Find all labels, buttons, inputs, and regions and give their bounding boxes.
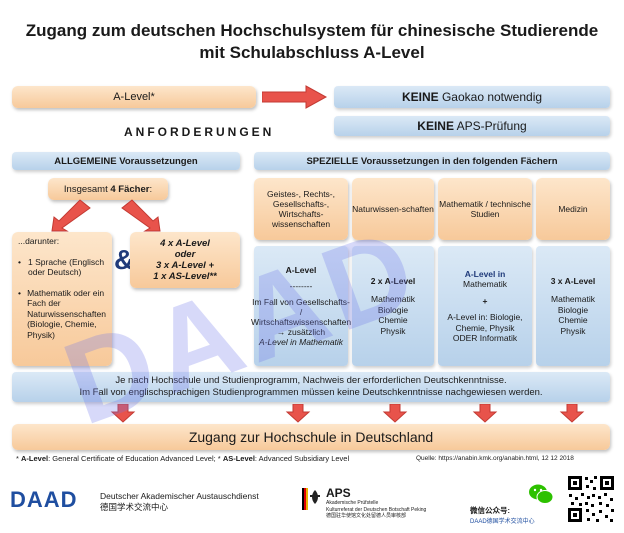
down-arrows-icon bbox=[110, 404, 585, 423]
insgesamt-pre: Insgesamt bbox=[63, 183, 111, 195]
mathe-line-6: ODER Informatik bbox=[452, 333, 518, 343]
bullet-icon: • bbox=[18, 287, 21, 298]
daad-name-cn: 德国学术交流中心 bbox=[100, 502, 169, 512]
medizin-line-1: 3 x A-Level bbox=[550, 275, 596, 286]
daad-name: Deutscher Akademischer Austauschdienst 德… bbox=[100, 491, 259, 513]
arrow-right-icon bbox=[262, 85, 328, 109]
column-header-geistes: Geistes-, Rechts-, Gesellschafts-, Wirts… bbox=[254, 178, 348, 240]
bullet-2: Mathematik oder ein Fach der Naturwissen… bbox=[27, 287, 106, 340]
zugang-box: Zugang zur Hochschule in Deutschland bbox=[12, 424, 610, 450]
daad-logo: DAAD bbox=[10, 487, 78, 512]
aps-box: KEINE APS-Prüfung bbox=[334, 116, 610, 136]
split-arrows-icon bbox=[51, 199, 161, 232]
natur-line-3: Biologie bbox=[377, 304, 409, 315]
eagle-icon bbox=[302, 488, 320, 510]
down-arrow-icon bbox=[285, 404, 311, 423]
aps-sub-3: 德国驻华使馆文化处留德人员审核部 bbox=[326, 513, 407, 519]
gaokao-box: KEINE Gaokao notwendig bbox=[334, 86, 610, 108]
natur-line-1: 2 x A-Level bbox=[370, 275, 416, 286]
column-header-natur: Naturwissen-schaften bbox=[352, 178, 434, 240]
mathe-line-2: Mathematik bbox=[463, 279, 507, 289]
down-arrow-icon bbox=[110, 404, 136, 423]
natur-line-4: Chemie bbox=[378, 315, 408, 326]
source-note: Quelle: https://anabin.kmk.org/anabin.ht… bbox=[416, 455, 574, 462]
option-line-3: 3 x A-Level + bbox=[156, 260, 214, 271]
option-line-2: oder bbox=[174, 249, 196, 260]
option-line-4: 1 x AS-Level** bbox=[153, 271, 217, 282]
footnote-star: * bbox=[217, 454, 223, 463]
anforderungen-heading: ANFORDERUNGEN bbox=[124, 125, 275, 139]
a-level-label: A-Level* bbox=[113, 91, 155, 103]
qr-code-icon bbox=[566, 474, 616, 524]
option-line-1: 4 x A-Level bbox=[160, 238, 210, 249]
insgesamt-box: Insgesamt 4 Fächer: bbox=[48, 178, 168, 200]
column-header-medizin: Medizin bbox=[536, 178, 610, 240]
page-title: Zugang zum deutschen Hochschulsystem für… bbox=[0, 20, 624, 64]
footnote-a-level-text: : General Certificate of Education Advan… bbox=[48, 454, 218, 463]
medizin-line-2: Mathematik bbox=[551, 294, 595, 305]
wechat-label: 微信公众号: bbox=[470, 506, 510, 515]
darunter-box: ...darunter: • 1 Sprache (Englisch oder … bbox=[12, 232, 112, 366]
column-body-mathematik: A-Level in Mathematik + A-Level in: Biol… bbox=[438, 246, 532, 366]
aps-logo: APS bbox=[326, 486, 351, 500]
aps-bold: KEINE bbox=[417, 119, 454, 133]
down-arrow-icon bbox=[559, 404, 585, 423]
aps-text: APS-Prüfung bbox=[453, 119, 527, 133]
mathe-line-3: + bbox=[482, 295, 488, 306]
title-line-1: Zugang zum deutschen Hochschulsystem für… bbox=[25, 21, 599, 40]
footnote-a-level: A-Level bbox=[21, 454, 49, 463]
notice-line-2: Im Fall von englischsprachigen Studienpr… bbox=[79, 387, 543, 398]
footnote-as-level: AS-Level bbox=[222, 454, 255, 463]
footnote-as-level-text: : Advanced Subsidiary Level bbox=[254, 454, 350, 463]
aps-sub-2: Kulturreferat der Deutschen Botschaft Pe… bbox=[326, 506, 427, 513]
mathe-line-1: A-Level in bbox=[464, 268, 506, 279]
medizin-line-5: Physik bbox=[560, 325, 586, 336]
spezielle-header: SPEZIELLE Voraussetzungen in den folgend… bbox=[254, 152, 610, 170]
column-body-medizin: 3 x A-Level Mathematik Biologie Chemie P… bbox=[536, 246, 610, 366]
options-box: 4 x A-Level oder 3 x A-Level + 1 x AS-Le… bbox=[130, 232, 240, 288]
daad-name-de: Deutscher Akademischer Austauschdienst bbox=[100, 491, 259, 501]
bullet-icon: • bbox=[18, 256, 21, 267]
notice-line-1: Je nach Hochschule und Studienprogramm, … bbox=[115, 375, 507, 386]
column-header-mathematik: Mathematik / technische Studien bbox=[438, 178, 532, 240]
medizin-line-3: Biologie bbox=[557, 304, 589, 315]
column-body-natur: 2 x A-Level Mathematik Biologie Chemie P… bbox=[352, 246, 434, 366]
column-body-geistes: A-Level -------- Im Fall von Gesellschaf… bbox=[250, 246, 352, 366]
down-arrow-icon bbox=[472, 404, 498, 423]
natur-line-2: Mathematik bbox=[371, 294, 415, 305]
footnote-star: * bbox=[16, 454, 22, 463]
insgesamt-post: : bbox=[149, 183, 153, 195]
ampersand: & bbox=[114, 244, 135, 275]
a-level-box: A-Level* bbox=[12, 86, 256, 108]
allgemeine-header: ALLGEMEINE Voraussetzungen bbox=[12, 152, 240, 170]
footnote: * A-Level: General Certificate of Educat… bbox=[16, 454, 349, 463]
natur-line-5: Physik bbox=[380, 325, 406, 336]
geistes-divider: -------- bbox=[289, 281, 313, 291]
down-arrow-icon bbox=[382, 404, 408, 423]
mathe-line-5: Chemie, Physik bbox=[455, 322, 515, 333]
gaokao-text: Gaokao notwendig bbox=[438, 90, 543, 104]
medizin-line-4: Chemie bbox=[558, 315, 588, 326]
aps-sub-1: Akademische Prüfstelle bbox=[326, 500, 379, 506]
title-line-2: mit Schulabschluss A-Level bbox=[199, 43, 425, 62]
darunter-label: ...darunter: bbox=[18, 236, 60, 246]
geistes-line-1: A-Level bbox=[285, 265, 317, 275]
bullet-1: 1 Sprache (Englisch oder Deutsch) bbox=[28, 256, 105, 278]
geistes-line-3: Im Fall von Gesellschafts- / Wirtschafts… bbox=[250, 297, 352, 337]
wechat-icon bbox=[529, 484, 554, 504]
mathe-line-4: A-Level in: Biologie, bbox=[447, 312, 523, 322]
deutschkenntnisse-notice: Je nach Hochschule und Studienprogramm, … bbox=[12, 372, 610, 402]
gaokao-bold: KEINE bbox=[401, 90, 439, 104]
geistes-line-4: A-Level in Mathematik bbox=[258, 337, 344, 347]
wechat-account: DAAD德国学术交流中心 bbox=[470, 519, 535, 525]
aps-subtitle: Akademische Prüfstelle Kulturreferat der… bbox=[326, 500, 426, 520]
insgesamt-bold: 4 Fächer bbox=[110, 183, 150, 195]
